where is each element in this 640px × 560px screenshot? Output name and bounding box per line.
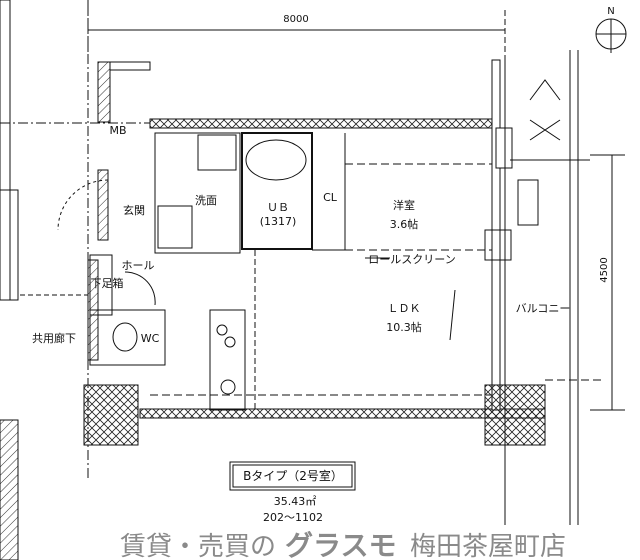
label-wc: WC — [141, 332, 160, 345]
north-wall — [149, 118, 501, 129]
right-dimension — [590, 154, 625, 411]
label-mb: MB — [109, 124, 126, 137]
label-unit-bath-size: (1317) — [260, 215, 297, 228]
label-western-room-size: 3.6帖 — [390, 218, 419, 231]
unit-area: 35.43㎡ — [274, 495, 317, 508]
unit-type-label: Bタイプ（2号室） — [243, 468, 343, 483]
label-ldk-size: 10.3帖 — [386, 321, 422, 334]
label-unit-bath: ＵＢ — [267, 201, 289, 214]
east-window — [495, 127, 513, 169]
left-structure — [0, 0, 151, 560]
right-dimension-label: 4500 — [599, 257, 610, 282]
column-west — [83, 384, 139, 446]
label-western-room: 洋室 — [393, 198, 415, 212]
label-ldk: ＬＤＫ — [388, 302, 421, 315]
east-wall — [491, 59, 501, 411]
top-dimension-label: 8000 — [283, 14, 308, 25]
label-hall: ホール — [122, 259, 155, 272]
top-dimension — [87, 10, 506, 60]
north-compass-icon — [595, 18, 627, 53]
unit-type-box — [229, 461, 356, 491]
label-common-corridor: 共用廊下 — [32, 331, 76, 345]
watermark-prefix: 賃貸・売買の — [120, 532, 276, 560]
label-washroom: 洗面 — [195, 194, 217, 207]
watermark-branch: 梅田茶屋町店 — [410, 532, 566, 560]
interior-walls — [89, 132, 512, 411]
watermark-brand: グラスモ — [285, 529, 396, 560]
unit-floors: 202～1102 — [263, 511, 323, 524]
south-wall — [139, 408, 546, 419]
label-balcony: バルコニー — [516, 302, 571, 315]
label-entrance: 玄関 — [123, 203, 145, 217]
label-shoe-box: 下足箱 — [91, 276, 124, 290]
label-closet: CL — [323, 191, 338, 204]
compass-label: N — [607, 6, 614, 17]
unit-type-box-inner — [232, 464, 353, 488]
balcony-structure — [504, 50, 605, 525]
column-east — [484, 384, 546, 446]
label-roll-screen: ロールスクリーン — [368, 253, 455, 266]
